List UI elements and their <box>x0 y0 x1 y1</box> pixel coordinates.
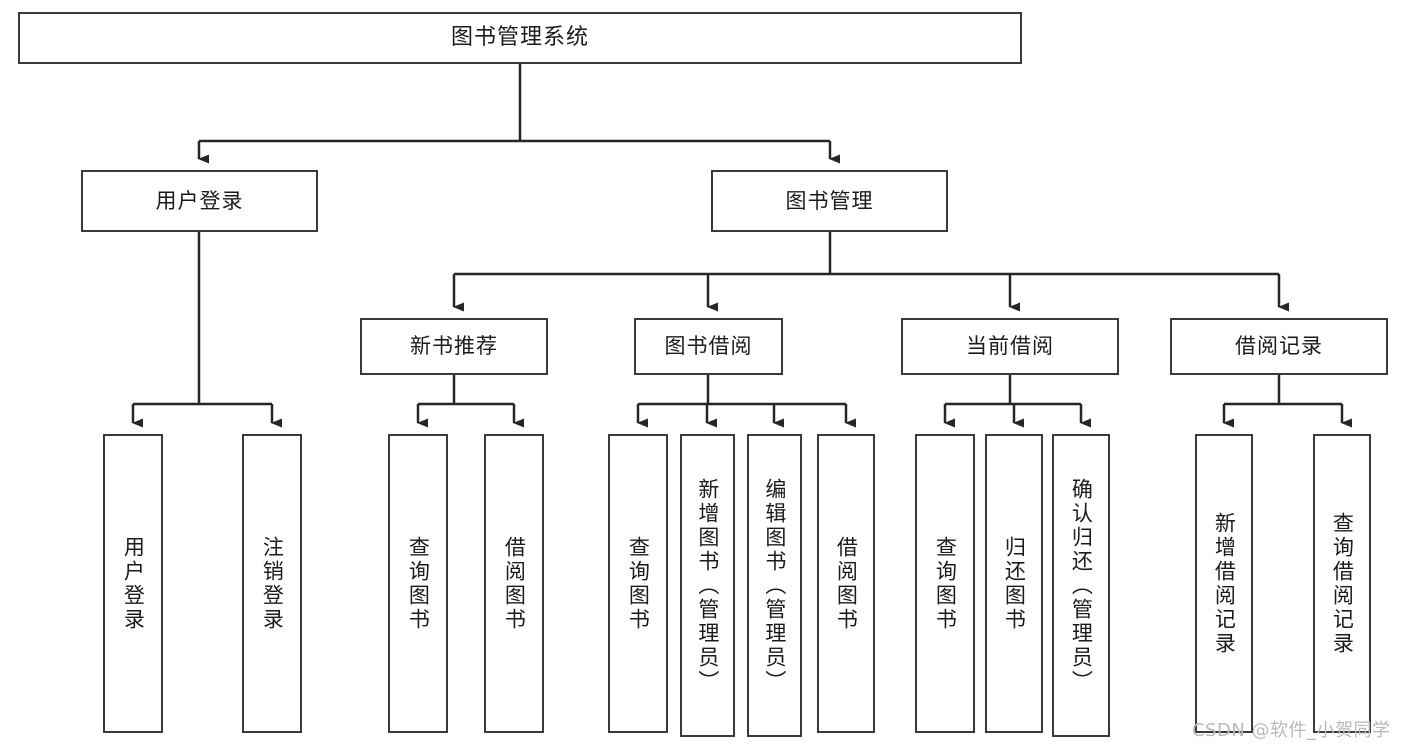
leaf-new-book-borrow[interactable]: 借阅图书 <box>484 434 544 733</box>
node-root-label: 图书管理系统 <box>450 25 589 51</box>
leaf-label: 查询图书 <box>626 535 651 632</box>
leaf-label: 新增图书（管理员） <box>695 477 720 694</box>
node-current-borrow[interactable]: 当前借阅 <box>901 318 1119 375</box>
leaf-user-login-login[interactable]: 用户登录 <box>103 434 163 733</box>
node-user-login[interactable]: 用户登录 <box>81 170 318 232</box>
node-new-book-recommend-label: 新书推荐 <box>410 334 498 359</box>
node-user-login-label: 用户登录 <box>155 188 244 213</box>
leaf-current-borrow-return[interactable]: 归还图书 <box>985 434 1043 733</box>
node-current-borrow-label: 当前借阅 <box>966 334 1054 359</box>
leaf-book-borrow-edit[interactable]: 编辑图书（管理员） <box>747 434 802 737</box>
leaf-label: 注销登录 <box>260 535 285 632</box>
leaf-borrow-record-query[interactable]: 查询借阅记录 <box>1313 434 1371 733</box>
leaf-label: 借阅图书 <box>502 535 527 632</box>
node-book-management[interactable]: 图书管理 <box>711 170 948 232</box>
leaf-label: 确认归还（管理员） <box>1069 477 1094 694</box>
node-new-book-recommend[interactable]: 新书推荐 <box>360 318 548 375</box>
leaf-label: 借阅图书 <box>834 535 859 632</box>
node-book-borrow-label: 图书借阅 <box>664 334 753 359</box>
leaf-book-borrow-borrow[interactable]: 借阅图书 <box>817 434 875 733</box>
leaf-borrow-record-add[interactable]: 新增借阅记录 <box>1195 434 1253 733</box>
leaf-label: 编辑图书（管理员） <box>762 477 787 694</box>
node-borrow-record[interactable]: 借阅记录 <box>1170 318 1388 375</box>
node-root[interactable]: 图书管理系统 <box>18 12 1022 64</box>
node-borrow-record-label: 借阅记录 <box>1235 334 1323 359</box>
leaf-label: 用户登录 <box>121 535 146 632</box>
leaf-current-borrow-confirm-return[interactable]: 确认归还（管理员） <box>1052 434 1110 737</box>
csdn-watermark: CSDN @软件_小贺同学 <box>1192 720 1391 741</box>
leaf-current-borrow-query[interactable]: 查询图书 <box>915 434 975 733</box>
leaf-book-borrow-query[interactable]: 查询图书 <box>608 434 668 733</box>
leaf-label: 查询图书 <box>933 535 958 632</box>
leaf-label: 查询借阅记录 <box>1330 511 1355 656</box>
node-book-management-label: 图书管理 <box>785 188 874 213</box>
leaf-new-book-query[interactable]: 查询图书 <box>388 434 448 733</box>
node-book-borrow[interactable]: 图书借阅 <box>634 318 783 375</box>
leaf-book-borrow-add[interactable]: 新增图书（管理员） <box>680 434 735 737</box>
leaf-label: 归还图书 <box>1002 535 1027 632</box>
leaf-user-login-logout[interactable]: 注销登录 <box>242 434 302 733</box>
leaf-label: 查询图书 <box>406 535 431 632</box>
leaf-label: 新增借阅记录 <box>1212 511 1237 656</box>
